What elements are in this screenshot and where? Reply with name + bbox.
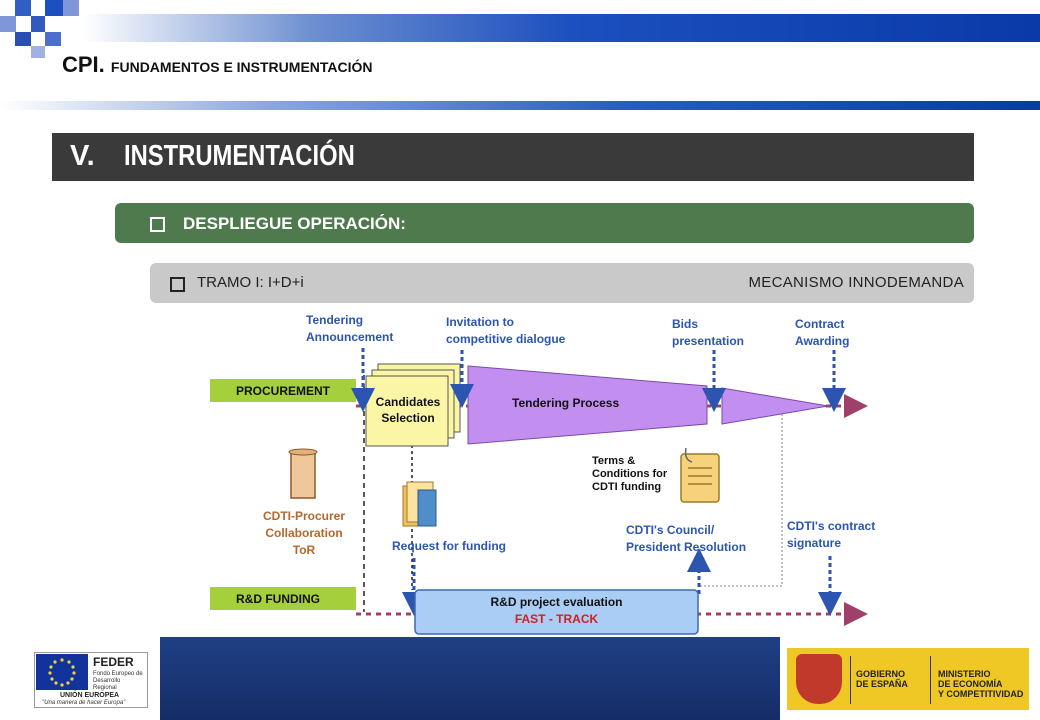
ministerio-divider — [930, 656, 931, 704]
scroll-icon-top — [288, 448, 318, 456]
evaluation-box — [414, 589, 699, 635]
eu-stars-icon — [48, 658, 76, 687]
footer-banner — [160, 637, 780, 720]
scroll-icon — [290, 451, 316, 499]
terms-line: CDTI funding — [592, 481, 662, 493]
collaboration-line: Collaboration — [265, 526, 343, 540]
signature-line: CDTI's contract — [787, 519, 876, 533]
request-funding-label: Request for funding — [392, 539, 506, 553]
section-bar — [52, 133, 974, 181]
resolution-connector — [700, 410, 783, 587]
milestone-invitation: Invitation to competitive dialogue — [446, 314, 565, 348]
ministerio-line: DE ECONOMÍA — [938, 679, 1003, 689]
logo-square — [31, 46, 45, 58]
gobierno-divider — [850, 656, 851, 704]
checkbox-icon — [170, 277, 185, 292]
lane-procurement-box — [210, 379, 356, 402]
ministerio-line: MINISTERIO — [938, 669, 991, 679]
feder-subtitle: Fondo Europeo de Desarrollo Regional — [93, 671, 143, 691]
ministerio-label: MINISTERIO DE ECONOMÍA Y COMPETITIVIDAD — [938, 669, 1023, 699]
logo-square — [45, 0, 63, 16]
folder-icon-tab — [417, 489, 437, 527]
milestone-tendering-announcement: Tendering Announcement — [306, 312, 393, 346]
terms-label: Terms & Conditions for CDTI funding — [592, 455, 667, 494]
council-line: CDTI's Council/ — [626, 523, 715, 537]
milestone-line: Tendering — [306, 313, 364, 327]
collaboration-label: CDTI-Procurer Collaboration ToR — [258, 508, 350, 559]
logo-square — [45, 32, 61, 46]
milestone-line: presentation — [672, 334, 745, 348]
collaboration-line: CDTI-Procurer — [262, 509, 345, 523]
milestone-line: Contract — [795, 317, 845, 331]
milestone-line: Invitation to — [446, 315, 514, 329]
evaluation-subtitle: FAST - TRACK — [514, 612, 599, 626]
tendering-funnel — [467, 365, 708, 445]
milestone-line: Awarding — [795, 334, 850, 348]
logo-square — [0, 16, 16, 32]
section-number: V. — [70, 140, 95, 172]
signature-line: signature — [787, 536, 842, 550]
milestone-line: Bids — [672, 317, 699, 331]
logo-square — [31, 16, 45, 32]
logo-square — [15, 32, 31, 46]
candidates-label: Candidates Selection — [373, 394, 443, 426]
gobierno-line: GOBIERNO — [856, 669, 906, 679]
milestone-line: Announcement — [306, 330, 394, 344]
council-label: CDTI's Council/ President Resolution — [626, 522, 746, 556]
feder-title: FEDER — [93, 655, 134, 669]
contract-signature-label: CDTI's contract signature — [787, 518, 875, 552]
awarding-funnel — [721, 387, 829, 425]
milestone-bids: Bids presentation — [672, 316, 744, 350]
milestone-line: competitive dialogue — [446, 332, 566, 346]
document-icon — [680, 453, 720, 503]
title-main: CPI. — [62, 52, 105, 77]
eu-flag-icon — [36, 654, 88, 690]
lane-procurement-label: PROCUREMENT — [236, 384, 331, 398]
tramo-label: TRAMO I: I+D+i — [197, 274, 304, 291]
lane-funding-label: R&D FUNDING — [236, 592, 320, 606]
ue-label: UNIÓN EUROPEA — [60, 692, 120, 699]
logo-square — [63, 0, 79, 16]
deploy-label: DESPLIEGUE OPERACIÓN: — [183, 214, 406, 233]
section-title: INSTRUMENTACIÓN — [124, 140, 355, 172]
title-rest: FUNDAMENTOS E INSTRUMENTACIÓN — [110, 59, 373, 75]
mechanism-label: MECANISMO INNODEMANDA — [748, 274, 964, 291]
header-divider-bar — [0, 101, 1040, 110]
logo-square — [15, 0, 31, 16]
tendering-process-label: Tendering Process — [512, 396, 620, 410]
terms-line: Conditions for — [592, 468, 668, 480]
tramo-bar — [150, 263, 974, 303]
candidate-card — [365, 375, 449, 447]
coat-of-arms-icon — [796, 654, 842, 704]
header-gradient-bar — [0, 14, 1040, 42]
lane-funding-box — [210, 587, 356, 610]
deploy-bar — [115, 203, 974, 243]
candidates-line: Candidates — [375, 395, 441, 409]
council-line: President Resolution — [626, 540, 747, 554]
gobierno-label: GOBIERNO DE ESPAÑA — [856, 669, 908, 689]
milestone-contract-awarding: Contract Awarding — [795, 316, 849, 350]
page-title: CPI. FUNDAMENTOS E INSTRUMENTACIÓN — [62, 52, 373, 78]
paperclip-icon — [684, 447, 693, 463]
ue-motto: "Una manera de hacer Europa" — [42, 700, 126, 706]
collaboration-line: ToR — [292, 543, 316, 557]
terms-line: Terms & — [592, 455, 636, 467]
candidates-line: Selection — [381, 411, 435, 425]
ministerio-line: Y COMPETITIVIDAD — [938, 689, 1024, 699]
checkbox-icon — [150, 217, 165, 232]
evaluation-title: R&D project evaluation — [490, 595, 623, 609]
gobierno-line: DE ESPAÑA — [856, 679, 908, 689]
